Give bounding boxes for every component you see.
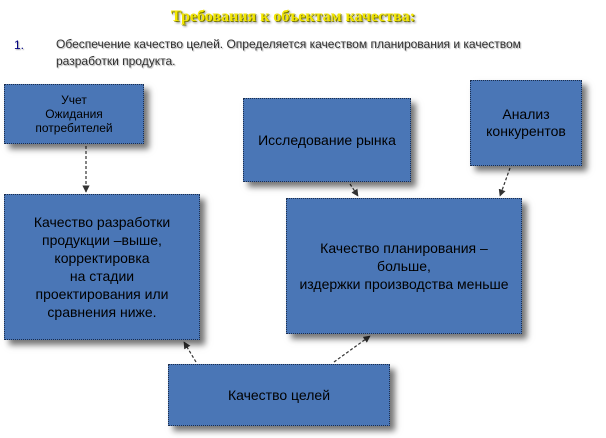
list-marker: 1. [14, 38, 25, 52]
page-title: Требования к объектам качества: [170, 8, 416, 25]
box-customer-expectations: Учет Ожидания потребителей [4, 84, 144, 144]
box-planning-quality-label: Качество планирования – больше, издержки… [299, 240, 509, 292]
box-market-research-label: Исследование рынка [258, 132, 396, 148]
connector-analysis-to-plan [498, 167, 511, 197]
box-development-quality-label: Качество разработки продукции –выше, кор… [33, 214, 171, 320]
box-development-quality: Качество разработки продукции –выше, кор… [4, 194, 200, 340]
box-competitor-analysis: Анализ конкурентов [470, 80, 582, 166]
box-market-research: Исследование рынка [243, 98, 411, 182]
connector-goals-to-plan [333, 335, 371, 363]
box-goals-quality-label: Качество целей [227, 387, 331, 403]
box-goals-quality: Качество целей [168, 364, 390, 426]
intro-text: Обеспечение качество целей. Определяется… [56, 37, 521, 68]
box-planning-quality: Качество планирования – больше, издержки… [286, 198, 522, 334]
connector-market-to-plan [349, 183, 359, 197]
box-competitor-analysis-label: Анализ конкурентов [486, 106, 566, 139]
box-customer-expectations-label: Учет Ожидания потребителей [35, 93, 113, 135]
connector-goals-to-dev [183, 341, 197, 363]
